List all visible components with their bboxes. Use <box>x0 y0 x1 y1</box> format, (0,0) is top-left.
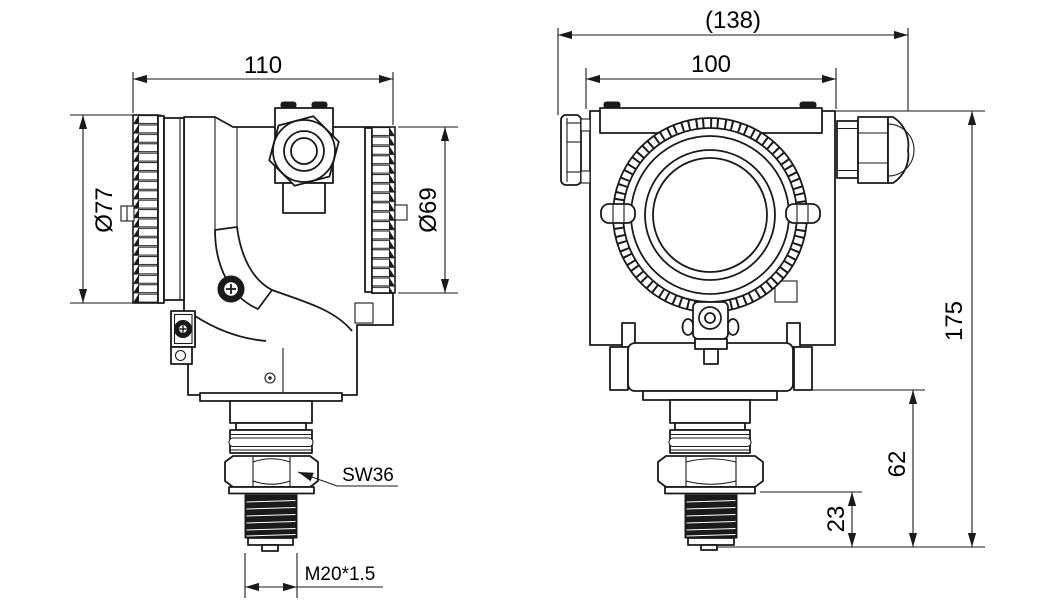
sensor-tip <box>247 537 294 546</box>
dim-100-label: 100 <box>691 51 731 78</box>
front-cap-band <box>163 117 185 301</box>
dim-overall-height-175: 175 <box>835 110 985 547</box>
conduit-hex-plug <box>268 115 340 187</box>
hex-arc-top <box>252 458 291 463</box>
dim-62-label: 62 <box>884 451 911 478</box>
dim-110-label: 110 <box>244 52 282 79</box>
front-cap-knurl <box>132 114 159 304</box>
blanking-plug <box>560 114 591 186</box>
dim-23-label: 23 <box>823 506 850 533</box>
cable-gland <box>836 116 915 184</box>
side-view-device <box>120 101 408 552</box>
sensor-tip-front <box>687 537 735 546</box>
callout-wrench-size: SW36 <box>297 465 398 487</box>
conduit-lower-tab <box>282 182 326 214</box>
dim-138-label: (138) <box>705 7 761 34</box>
body-lower-curve <box>194 315 267 342</box>
hex-nut-front <box>657 455 764 488</box>
hex-nut <box>224 455 319 488</box>
thread-stub <box>244 494 298 539</box>
plate-screw-right <box>799 101 817 109</box>
conduit-circle-outer <box>272 119 336 183</box>
label-m20: M20*1.5 <box>305 564 376 585</box>
washer-front <box>664 486 756 495</box>
rear-cap-clip <box>394 204 408 221</box>
bezel-screw-left <box>600 203 636 224</box>
body-sweep-curve <box>271 289 353 332</box>
gasket-ring-front <box>668 437 752 448</box>
thread-stub-front <box>684 494 738 539</box>
dim-175-label: 175 <box>941 301 968 341</box>
neck <box>229 400 313 424</box>
label-sw36: SW36 <box>342 465 394 486</box>
neck-front <box>669 399 751 424</box>
conduit-screw-cap-right <box>311 101 328 109</box>
ear-right <box>793 346 813 391</box>
dim-front-cap-diameter-77: Ø77 <box>70 114 161 304</box>
sensor-tip-tab-front <box>700 544 718 551</box>
dim-thread-length-23: 23 <box>760 491 862 547</box>
front-view-device <box>560 101 915 551</box>
dim-process-thread: M20*1.5 <box>244 553 383 598</box>
dim-77-label: Ø77 <box>91 187 118 232</box>
front-view: (138) 100 175 <box>557 7 985 551</box>
conduit-circle-mid <box>283 130 325 172</box>
body-corner-step <box>354 302 374 324</box>
dim-overall-width-110: 110 <box>132 52 394 125</box>
flange <box>199 392 343 402</box>
side-view-dimensions: 110 Ø77 Ø69 SW36 <box>70 52 458 598</box>
plate-screw-left <box>603 101 621 109</box>
body-step-detail <box>774 280 798 303</box>
conduit-screw-cap-left <box>280 101 297 109</box>
neck-step <box>235 422 307 431</box>
dim-overall-width-ref-138: (138) <box>557 7 909 115</box>
bottom-clamp-bracket <box>681 301 740 365</box>
ear-left <box>609 346 629 391</box>
bracket-hole <box>174 349 187 362</box>
display-bezel <box>612 117 808 313</box>
neck-step-front <box>674 422 746 431</box>
rear-cap-knurl <box>371 126 396 294</box>
dim-69-label: Ø69 <box>415 187 442 232</box>
bezel-screw-right <box>785 203 821 224</box>
side-view: 110 Ø77 Ø69 SW36 <box>70 52 458 598</box>
side-bracket-lower <box>170 346 193 365</box>
cover-lock-arm <box>214 226 273 310</box>
hex-arc-front-top <box>685 458 737 463</box>
dim-rear-cap-diameter-69: Ø69 <box>398 126 458 294</box>
flange-front <box>642 390 778 401</box>
front-view-dimensions: (138) 100 175 <box>557 7 985 548</box>
dim-housing-width-100: 100 <box>585 51 837 109</box>
sensor-tip-tab <box>261 544 279 552</box>
washer <box>228 486 315 495</box>
gasket-ring <box>228 437 314 448</box>
dim-lower-height-62: 62 <box>800 389 925 547</box>
vent-hole <box>264 372 276 384</box>
conduit-circle-inner <box>290 137 318 165</box>
hex-arc-bottom <box>252 480 291 485</box>
rear-cap-rim <box>364 127 373 293</box>
hex-arc-front-bottom <box>685 480 737 485</box>
clamp-screw-icon <box>698 306 722 330</box>
vent-hole-dot <box>268 376 272 380</box>
